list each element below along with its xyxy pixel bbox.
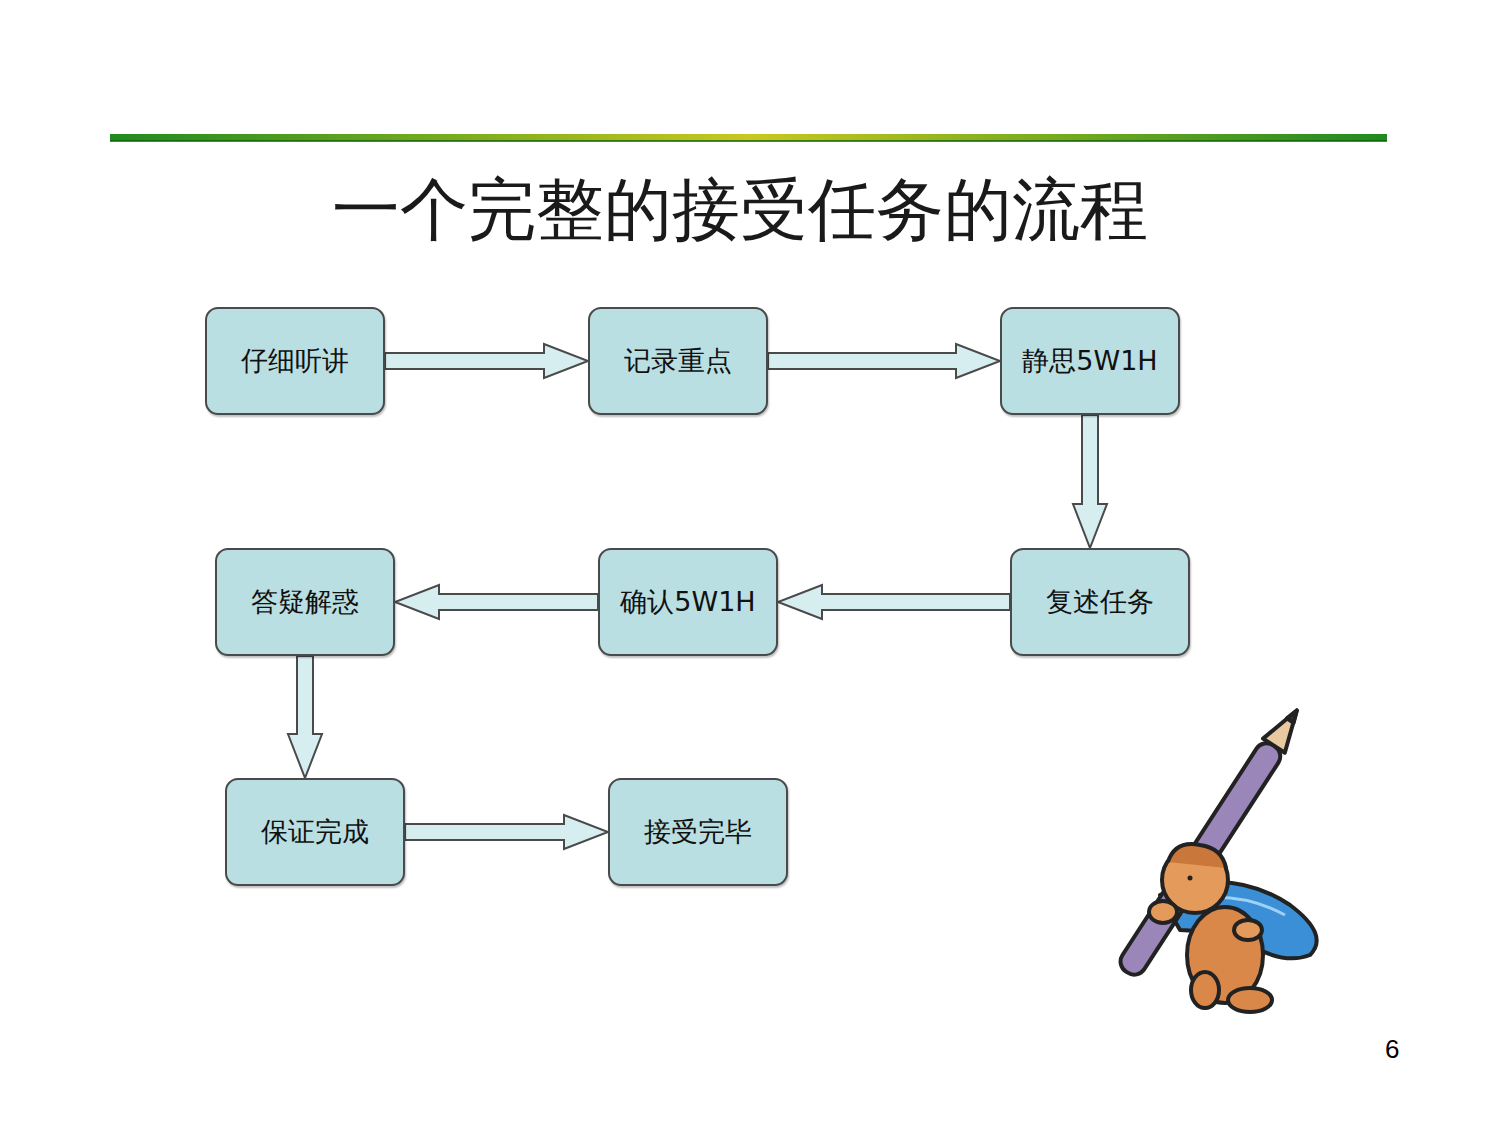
box-label: 接受完毕 — [644, 814, 752, 850]
box-label: 静思5W1H — [1022, 343, 1157, 379]
process-box: 仔细听讲 — [205, 307, 385, 415]
cupid-illustration — [1116, 703, 1317, 1012]
flow-arrow — [768, 344, 1000, 378]
box-label: 复述任务 — [1046, 584, 1154, 620]
process-box: 静思5W1H — [1000, 307, 1180, 415]
flow-arrow — [288, 656, 322, 778]
flow-arrow — [385, 344, 588, 378]
box-label: 确认5W1H — [620, 584, 755, 620]
box-label: 保证完成 — [261, 814, 369, 850]
flow-arrow — [395, 585, 598, 619]
process-box: 答疑解惑 — [215, 548, 395, 656]
process-box: 保证完成 — [225, 778, 405, 886]
process-box: 记录重点 — [588, 307, 768, 415]
slide-title: 一个完整的接受任务的流程 — [150, 165, 1330, 256]
header-rule — [110, 134, 1387, 141]
flow-arrow — [405, 815, 608, 849]
box-label: 答疑解惑 — [251, 584, 359, 620]
box-label: 仔细听讲 — [241, 343, 349, 379]
process-box: 复述任务 — [1010, 548, 1190, 656]
process-box: 接受完毕 — [608, 778, 788, 886]
box-label: 记录重点 — [624, 343, 732, 379]
flow-arrow — [1073, 415, 1107, 548]
header-rule-edge — [110, 140, 1387, 142]
process-box: 确认5W1H — [598, 548, 778, 656]
flow-arrow — [778, 585, 1010, 619]
page-number: 6 — [1385, 1034, 1399, 1065]
